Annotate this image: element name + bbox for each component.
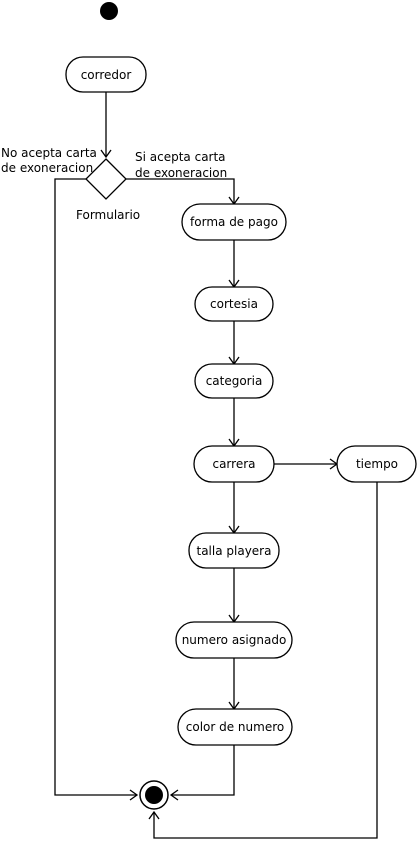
activity-forma-de-pago: forma de pago xyxy=(181,203,287,241)
decision-label: Formulario xyxy=(76,208,140,222)
guard-yes-line2: de exoneracion xyxy=(135,166,227,180)
activity-carrera: carrera xyxy=(193,445,275,483)
activity-corredor-label: corredor xyxy=(81,68,132,82)
activity-tiempo-label: tiempo xyxy=(356,457,398,471)
activity-categoria-label: categoria xyxy=(206,374,263,388)
activity-color-de-numero: color de numero xyxy=(177,708,293,746)
flow-tiempo-final xyxy=(153,482,378,839)
final-node xyxy=(139,780,169,810)
activity-numero-asignado: numero asignado xyxy=(175,621,293,659)
guard-no-line2: de exoneracion xyxy=(1,161,93,175)
guard-yes-line1: Si acepta carta xyxy=(135,150,226,164)
initial-node xyxy=(100,2,118,20)
arrow-final-right xyxy=(169,789,179,801)
flows xyxy=(54,92,378,839)
activity-cortesia-label: cortesia xyxy=(210,297,258,311)
arrow-final-left xyxy=(129,789,139,801)
activity-forma-de-pago-label: forma de pago xyxy=(190,215,278,229)
guard-no-line1: No acepta carta xyxy=(1,146,97,160)
activity-talla-playera: talla playera xyxy=(188,532,280,569)
activity-tiempo: tiempo xyxy=(336,445,417,483)
flow-color-final xyxy=(171,745,235,796)
activity-talla-playera-label: talla playera xyxy=(197,544,272,558)
activity-cortesia: cortesia xyxy=(194,286,274,322)
activity-numero-asignado-label: numero asignado xyxy=(182,633,287,647)
flow-yes-branch xyxy=(126,178,235,204)
activity-categoria: categoria xyxy=(194,363,274,399)
activity-color-de-numero-label: color de numero xyxy=(186,720,284,734)
decision-node xyxy=(85,158,127,200)
arrow-final-bottom xyxy=(148,810,160,820)
arrow-decision xyxy=(100,149,112,159)
flow-no-branch xyxy=(54,178,137,796)
activity-corredor: corredor xyxy=(65,56,147,93)
activity-carrera-label: carrera xyxy=(212,457,255,471)
